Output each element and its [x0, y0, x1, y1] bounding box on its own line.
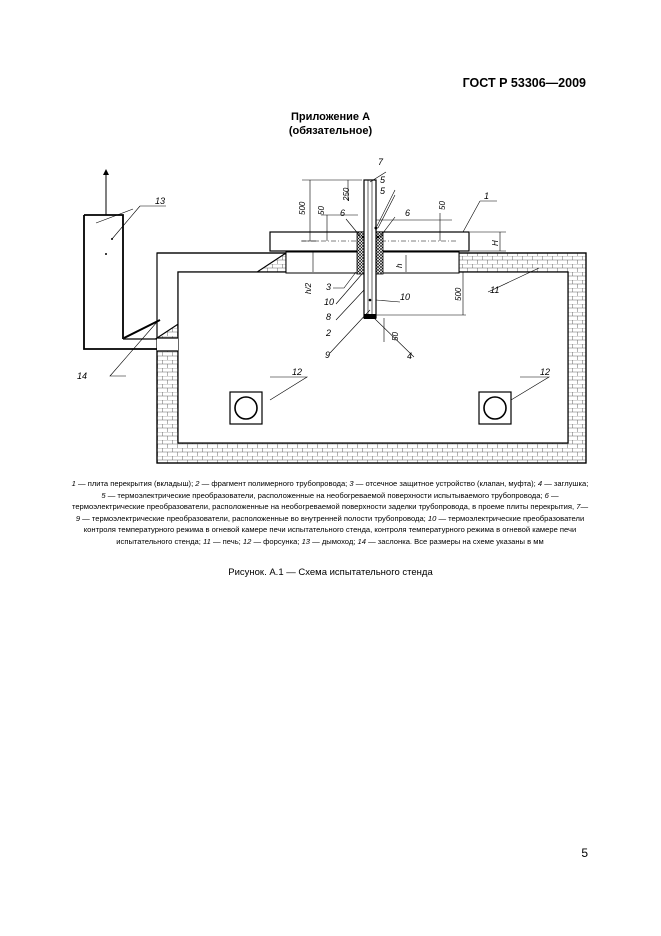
legend-text: — плита перекрытия (вкладыш); [75, 479, 196, 488]
legend-num: 2 [195, 479, 200, 488]
dimension-lines [302, 179, 506, 342]
appendix-subtitle: (обязательное) [288, 125, 373, 137]
label-10-right: 10 [400, 292, 410, 302]
legend-text: — отсечное защитное устройство (клапан, … [353, 479, 538, 488]
label-13: 13 [155, 196, 165, 206]
burner-right [478, 391, 512, 425]
legend-text: — форсунка; [251, 536, 302, 546]
label-5b: 5 [380, 186, 386, 196]
legend-num: 14 [357, 536, 366, 546]
legend-num: 1 [71, 479, 76, 488]
legend-text: — заглушка; [542, 479, 589, 488]
appendix-heading: Приложение А (обязательное) [0, 110, 661, 138]
dim-250: 250 [342, 187, 351, 202]
legend-text: — термоэлектрические преобразователи, ра… [71, 490, 577, 512]
legend-text: — термоэлектрические преобразователи, ра… [80, 513, 428, 523]
legend-num: 7— 9 [75, 502, 589, 523]
standard-code: ГОСТ Р 53306—2009 [462, 76, 586, 90]
legend-text: — печь; [210, 536, 243, 546]
label-3: 3 [326, 282, 331, 292]
label-4: 4 [407, 351, 412, 361]
label-11: 11 [490, 285, 499, 295]
legend-num: 6 [544, 490, 549, 500]
legend-num: 11 [202, 536, 211, 546]
pipe-assembly [356, 179, 384, 319]
dim-500-right: 500 [454, 287, 463, 301]
legend-text: — фрагмент полимерного трубопровода; [199, 479, 350, 488]
test-stand-diagram: 1 7 5 5 6 6 3 10 8 2 9 4 10 11 12 12 13 … [77, 157, 587, 464]
label-12-left: 12 [292, 367, 302, 377]
label-1: 1 [484, 191, 489, 201]
legend-num: 13 [301, 536, 311, 546]
dim-h: h [395, 263, 404, 268]
legend-num: 10 [427, 513, 437, 523]
legend-text: — термоэлектрические преобразователи, ра… [105, 490, 545, 500]
label-2: 2 [325, 328, 331, 338]
appendix-title: Приложение А [290, 111, 371, 123]
legend-num: 12 [242, 536, 252, 546]
legend-num: 4 [537, 479, 543, 488]
dim-50-left: 50 [317, 206, 326, 215]
legend-num: 5 [101, 490, 106, 500]
label-7: 7 [378, 157, 384, 167]
page-number: 5 [581, 846, 588, 860]
label-14: 14 [77, 371, 87, 381]
dim-50-right: 50 [438, 201, 447, 210]
chimney [83, 169, 158, 350]
figure-caption: Рисунок. А.1 — Схема испытательного стен… [228, 567, 433, 578]
label-8: 8 [326, 312, 331, 322]
dim-H: H [491, 240, 500, 246]
leader-lines [109, 171, 551, 401]
label-9: 9 [325, 350, 330, 360]
dim-500-left: 500 [298, 201, 307, 215]
label-6-right: 6 [405, 208, 410, 218]
dim-h-half: h/2 [304, 282, 313, 294]
figure-legend: 1 — плита перекрытия (вкладыш); 2 — фраг… [70, 478, 590, 547]
label-5: 5 [380, 175, 386, 185]
legend-text: — термоэлектрические преобразователи кон… [83, 513, 585, 546]
burner-left [229, 391, 263, 425]
label-12-right: 12 [540, 367, 550, 377]
legend-text: — заслонка. Все размеры на схеме указаны… [365, 536, 544, 546]
damper [123, 319, 161, 339]
label-10-left: 10 [324, 297, 334, 307]
legend-num: 3 [349, 479, 354, 488]
label-6-left: 6 [340, 208, 345, 218]
legend-text: — дымоход; [310, 536, 358, 546]
dim-50-bottom: 50 [391, 332, 400, 341]
